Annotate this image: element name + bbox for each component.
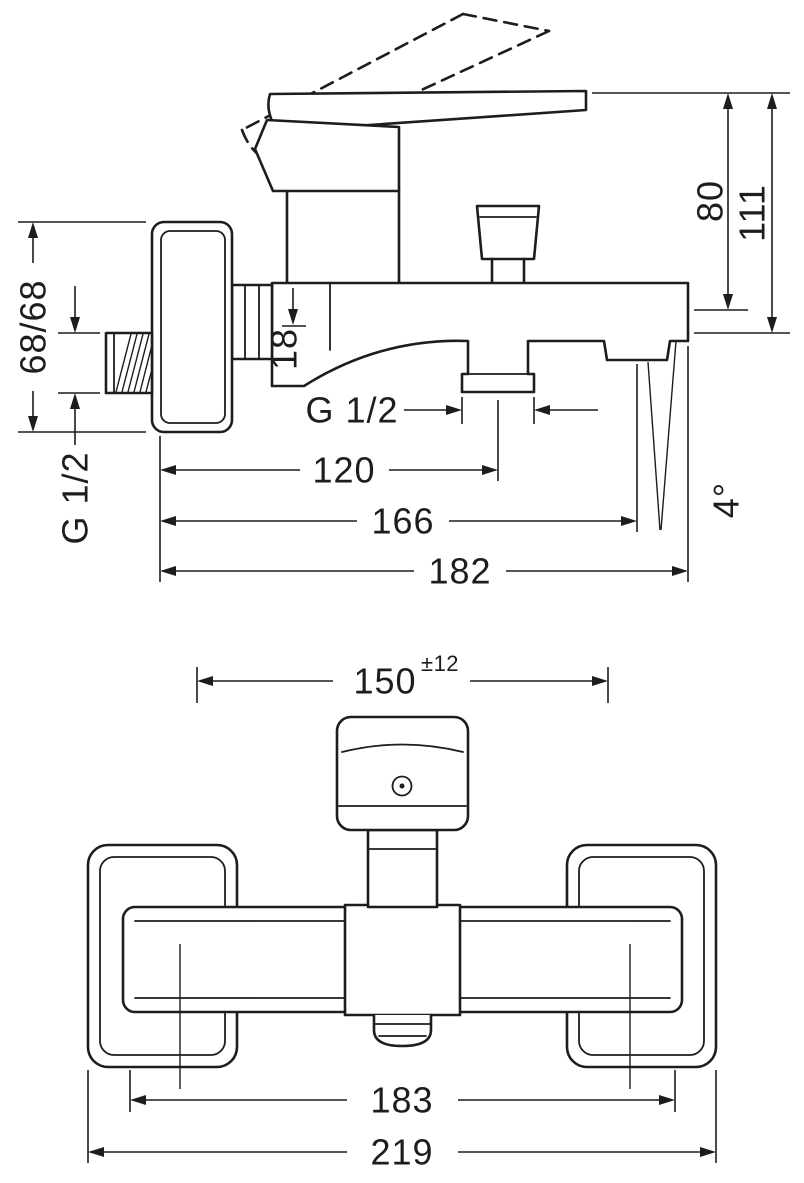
arrow-right-icon — [446, 405, 462, 415]
knob-outline — [335, 715, 470, 832]
dim-219: 219 — [87, 1070, 717, 1173]
dim-height-80: 80 — [592, 92, 790, 311]
arrow-left-icon — [160, 516, 176, 526]
dim-182: 182 — [160, 346, 689, 592]
arrow-up-icon — [723, 93, 733, 109]
dashed-handle-pivot-arc — [240, 128, 270, 163]
dim-label-120: 120 — [312, 450, 375, 491]
front-knob — [335, 715, 470, 832]
dim-label-183: 183 — [370, 1080, 433, 1121]
arrow-up-icon — [767, 93, 777, 109]
dim-label-6868: 68/68 — [13, 279, 54, 374]
dim-label-18: 18 — [264, 328, 305, 370]
dim-label-166: 166 — [371, 501, 434, 542]
escutcheon-inner — [160, 230, 226, 424]
bottom-outlet — [372, 1013, 433, 1048]
center-body — [343, 903, 462, 1017]
arrow-down-icon — [723, 294, 733, 310]
dim-68-68: 68/68 — [13, 221, 146, 433]
arrow-right-icon — [659, 1095, 675, 1105]
arrow-left-icon — [160, 566, 176, 576]
dim-150: 150 ±12 — [196, 651, 609, 703]
hex-nut-facets — [244, 284, 260, 360]
dim-166: 166 — [160, 364, 638, 542]
arrow-left-icon — [197, 676, 213, 686]
pipe-thread-hatching — [115, 333, 153, 393]
mixer-body-block — [285, 189, 401, 285]
arrow-right-icon — [592, 676, 608, 686]
diverter-knob — [475, 204, 541, 285]
dim-18: 18 — [264, 288, 306, 370]
arrow-up-icon — [70, 393, 80, 409]
arrow-left-icon — [160, 465, 176, 475]
dashed-handle-top-edge — [240, 12, 465, 132]
dim-outlet-thread-g12: G 1/2 — [305, 390, 598, 431]
arrow-left-icon — [130, 1095, 146, 1105]
angle-line-right — [660, 340, 677, 531]
dim-wall-thread-g12: G 1/2 — [55, 286, 100, 545]
escutcheon-outer — [150, 220, 234, 434]
arrow-right-icon — [700, 1147, 716, 1157]
diverter-stem — [490, 257, 526, 285]
dim-120: 120 — [159, 400, 499, 582]
arrow-right-icon — [482, 465, 498, 475]
dim-label-angle: 4° — [706, 482, 747, 518]
arrow-down-icon — [767, 317, 777, 333]
arrow-left-icon — [534, 405, 550, 415]
arrow-up-icon — [28, 222, 38, 238]
arrow-down-icon — [288, 309, 298, 325]
handle-lever — [267, 89, 588, 132]
dim-label-150-tolerance: ±12 — [421, 651, 459, 676]
dim-label-182: 182 — [428, 551, 491, 592]
dim-label-80: 80 — [690, 180, 731, 222]
hex-nut-outline — [230, 283, 274, 361]
knob-marker-ring — [391, 775, 413, 797]
spout-body — [270, 281, 690, 394]
knob-marker-dot — [399, 783, 405, 789]
dim-label-wall-thread: G 1/2 — [55, 451, 96, 544]
arrow-down-icon — [28, 416, 38, 432]
arrow-right-icon — [672, 566, 688, 576]
dim-label-150: 150 — [353, 661, 416, 702]
outlet-bell — [372, 1013, 433, 1048]
arrow-down-icon — [70, 317, 80, 333]
arrow-right-icon — [621, 516, 637, 526]
arrow-left-icon — [88, 1147, 104, 1157]
dim-label-111: 111 — [732, 184, 773, 242]
dim-height-111: 111 — [694, 93, 790, 334]
knob-chamfer-curve — [341, 743, 464, 753]
side-view: 80 111 68/68 G 1/2 — [13, 12, 790, 592]
dashed-handle-end-cap — [461, 12, 551, 33]
cartridge-head — [253, 118, 401, 193]
dim-label-outlet-thread: G 1/2 — [305, 390, 398, 431]
dim-angle-4deg: 4° — [647, 340, 747, 531]
hex-nut — [230, 283, 274, 361]
neck-outline — [366, 828, 439, 909]
dim-label-219: 219 — [370, 1132, 433, 1173]
knob-neck — [366, 828, 439, 909]
wall-escutcheon — [150, 220, 234, 434]
dim-183: 183 — [129, 1070, 676, 1121]
diverter-cup — [475, 204, 541, 261]
front-view: 150 ±12 183 219 — [86, 651, 718, 1173]
angle-line-left — [647, 361, 661, 531]
threaded-pipe — [104, 331, 154, 395]
